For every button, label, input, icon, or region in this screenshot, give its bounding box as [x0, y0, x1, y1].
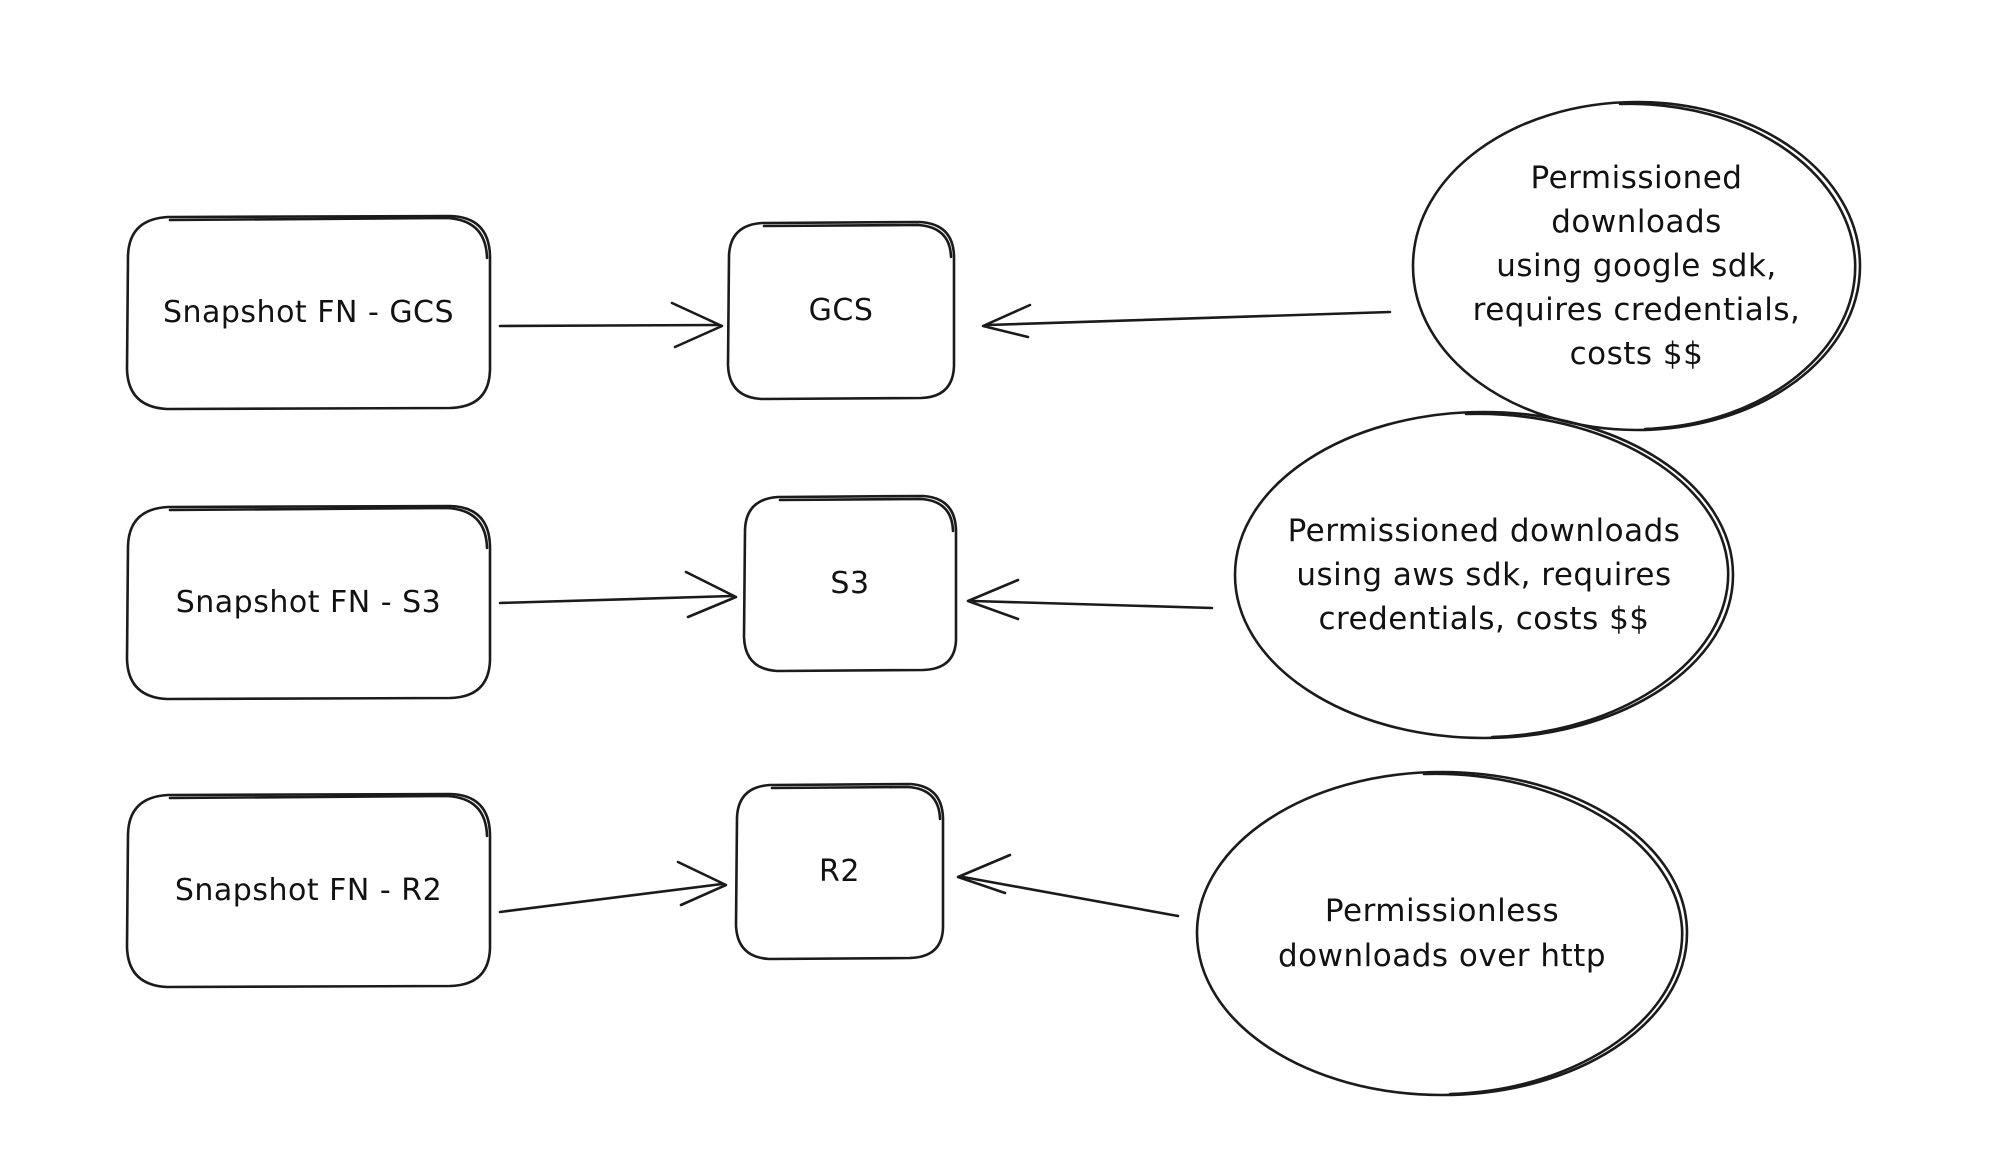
ellipse-note-s3-shape	[1233, 410, 1735, 740]
node-r2-shape	[734, 782, 945, 961]
edge-snapshot-s3-to-s3	[498, 570, 738, 619]
node-s3-shape	[742, 494, 958, 673]
node-snapshot-fn-r2-shape	[125, 792, 492, 989]
ellipse-note-r2-shape	[1195, 770, 1689, 1097]
edge-snapshot-gcs-to-gcs	[498, 301, 724, 349]
edge-note-r2-to-r2	[956, 853, 1180, 918]
edge-note-s3-to-s3	[966, 578, 1214, 621]
edge-snapshot-r2-to-r2	[498, 860, 728, 914]
node-snapshot-fn-s3-shape	[125, 504, 492, 701]
node-gcs-shape	[726, 220, 956, 401]
node-snapshot-fn-gcs-shape	[125, 214, 492, 411]
edge-note-gcs-to-gcs	[981, 303, 1392, 339]
ellipse-note-gcs-shape	[1411, 100, 1862, 432]
